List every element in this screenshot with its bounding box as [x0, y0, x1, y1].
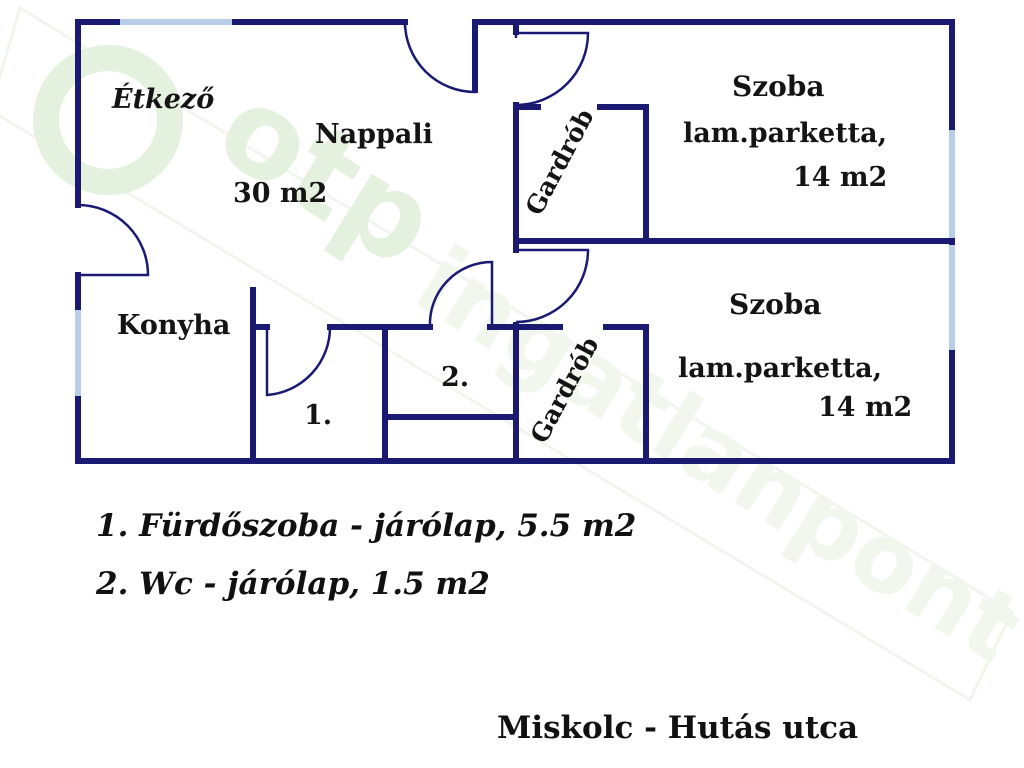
label-room-bottom-title: Szoba: [729, 288, 822, 321]
door-bedroom-top: [514, 31, 590, 107]
doors: [77, 21, 590, 397]
label-room-bottom-area: 14 m2: [818, 392, 912, 423]
label-etkezo: Étkező: [111, 82, 214, 115]
interior-walls: [250, 19, 955, 464]
legend-bathroom: 1. Fürdőszoba - járólap, 5.5 m2: [96, 508, 637, 544]
label-gardrob-top: Gardrób: [520, 104, 600, 220]
door-wc: [428, 260, 494, 328]
label-room-top-floor: lam.parketta,: [683, 118, 887, 149]
windows: [75, 19, 955, 396]
label-konyha: Konyha: [117, 310, 230, 341]
legend-wc: 2. Wc - járólap, 1.5 m2: [96, 566, 490, 602]
label-room-top-title: Szoba: [732, 70, 825, 103]
label-nappali: Nappali: [315, 119, 433, 150]
door-entrance: [403, 21, 477, 94]
watermark-logo-icon: [33, 45, 183, 195]
label-room-top-area: 14 m2: [793, 162, 887, 193]
door-bedroom-bottom: [515, 248, 590, 324]
label-nappali-area: 30 m2: [233, 178, 327, 209]
label-bathroom-number: 1.: [304, 400, 332, 431]
door-kitchen: [77, 203, 150, 277]
label-room-bottom-floor: lam.parketta,: [678, 353, 882, 384]
address-caption: Miskolc - Hutás utca: [497, 710, 859, 746]
door-bathroom: [265, 326, 332, 397]
label-wc-number: 2.: [441, 362, 469, 393]
